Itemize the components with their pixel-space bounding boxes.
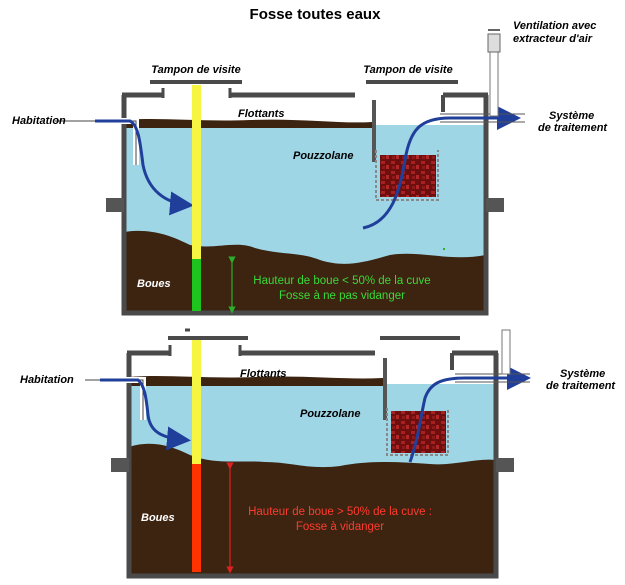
ventilation-label-line2: extracteur d'air xyxy=(513,33,593,45)
top-systeme-label-line2: de traitement xyxy=(538,122,608,134)
bottom-habitation-label: Habitation xyxy=(20,374,74,386)
bottom-sludge xyxy=(129,443,496,576)
top-habitation-label: Habitation xyxy=(12,115,66,127)
top-sludge xyxy=(124,230,486,313)
bottom-pouzzolane-label: Pouzzolane xyxy=(300,408,361,420)
top-gauge-rod-sludge xyxy=(192,259,201,311)
top-systeme-label-line1: Système xyxy=(549,110,594,122)
top-tampon-left-label: Tampon de visite xyxy=(151,64,240,76)
bottom-gauge-rod-clear xyxy=(192,340,201,464)
top-pozzolana-filter xyxy=(380,155,436,197)
bottom-outlet-flow-arrow xyxy=(408,366,531,463)
bottom-right-manhole-lid xyxy=(380,336,460,340)
diagram-title: Fosse toutes eaux xyxy=(250,6,382,23)
bottom-message-line2: Fosse à vidanger xyxy=(296,521,384,533)
top-inlet-flow-arrow xyxy=(95,119,194,216)
top-pouzzolane-label: Pouzzolane xyxy=(293,150,354,162)
bottom-left-manhole-lid xyxy=(168,336,248,340)
ventilation-pipe xyxy=(489,51,499,117)
bottom-message-line1: Hauteur de boue > 50% de la cuve : xyxy=(248,506,432,518)
bottom-inlet-flow-arrow xyxy=(100,378,191,451)
top-message-line2: Fosse à ne pas vidanger xyxy=(279,290,405,302)
bottom-systeme-label-line2: de traitement xyxy=(546,380,616,392)
top-message-line1: Hauteur de boue < 50% de la cuve xyxy=(253,275,430,287)
top-boues-label: Boues xyxy=(137,278,171,290)
bottom-tank xyxy=(85,328,531,579)
air-extractor-icon xyxy=(487,33,501,53)
bottom-systeme-label-line1: Système xyxy=(560,368,605,380)
bottom-gauge-rod-sludge xyxy=(192,464,201,572)
top-left-manhole-lid xyxy=(150,80,242,84)
top-floating-scum xyxy=(124,119,372,128)
top-gauge-rod-clear xyxy=(192,85,201,259)
bottom-flottants-label: Flottants xyxy=(240,368,286,380)
bottom-boues-label: Boues xyxy=(141,512,175,524)
top-flottants-label: Flottants xyxy=(238,108,284,120)
top-tank xyxy=(55,29,525,316)
top-right-manhole-lid xyxy=(366,80,458,84)
top-tampon-right-label: Tampon de visite xyxy=(363,64,452,76)
ventilation-label-line1: Ventilation avec xyxy=(513,20,596,32)
top-outlet-flow-arrow xyxy=(362,106,521,230)
